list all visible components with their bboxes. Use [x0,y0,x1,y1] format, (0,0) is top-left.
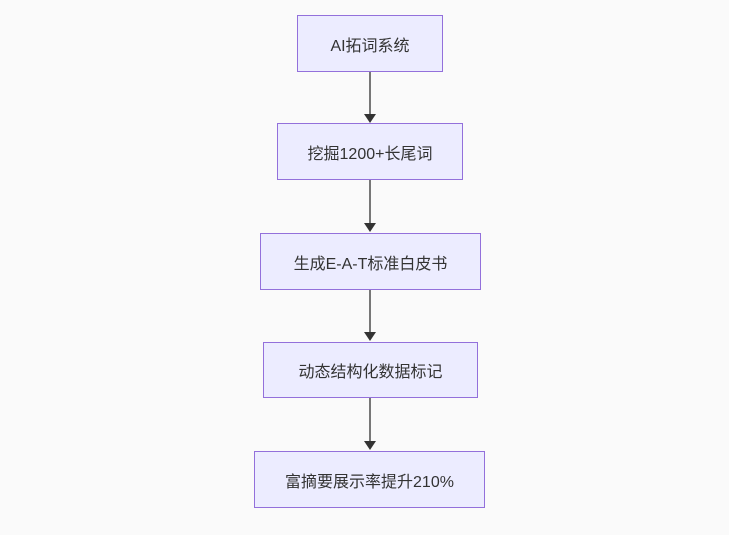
node-label: AI拓词系统 [330,37,410,55]
flow-node-structured-data-markup: 动态结构化数据标记 [263,342,478,398]
node-label: 生成E-A-T标准白皮书 [293,255,448,273]
edge-line [369,398,371,441]
edge-line [369,72,371,114]
arrow-down-icon [364,441,376,450]
flow-node-rich-snippet-result: 富摘要展示率提升210% [254,451,485,508]
node-label: 挖掘1200+长尾词 [307,145,433,163]
edge-line [369,290,371,332]
arrow-down-icon [364,223,376,232]
flow-edge-4 [363,398,377,450]
flow-edge-3 [363,290,377,341]
flow-node-ai-keyword-system: AI拓词系统 [297,15,443,72]
arrow-down-icon [364,332,376,341]
edge-line [369,180,371,223]
flow-node-eat-whitepaper: 生成E-A-T标准白皮书 [260,233,481,290]
node-label: 富摘要展示率提升210% [285,473,454,491]
node-label: 动态结构化数据标记 [298,364,443,381]
flow-edge-1 [363,72,377,123]
flow-edge-2 [363,180,377,232]
arrow-down-icon [364,114,376,123]
flow-node-longtail-mining: 挖掘1200+长尾词 [277,123,463,180]
